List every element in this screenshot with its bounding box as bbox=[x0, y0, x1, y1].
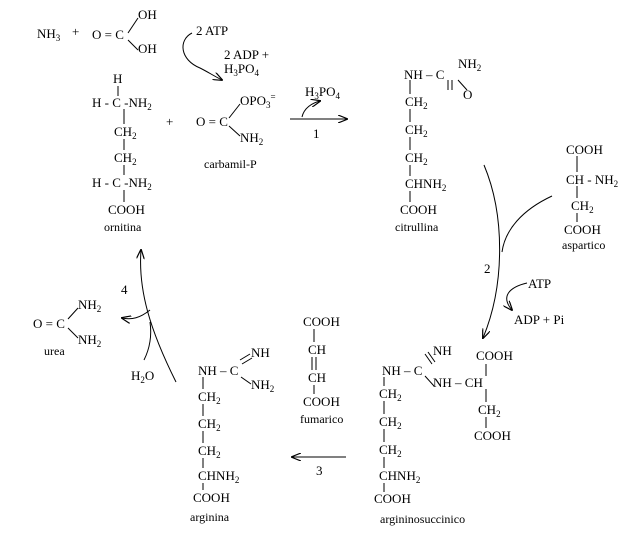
step4-number: 4 bbox=[121, 282, 128, 297]
step4-main-arrow bbox=[141, 250, 177, 383]
as-ch2-a: CH2 bbox=[379, 386, 402, 404]
asp-ch2: CH2 bbox=[571, 198, 594, 216]
arg-bond-nh-b bbox=[241, 357, 253, 365]
as-ch2-c: CH2 bbox=[379, 442, 402, 460]
citrulline-name: citrullina bbox=[395, 220, 439, 234]
as-cooh-top: COOH bbox=[476, 348, 513, 363]
atp-label: 2 ATP bbox=[196, 23, 229, 38]
cit-nh-c: NH – C bbox=[404, 67, 445, 82]
arg-bond-nh2 bbox=[240, 376, 252, 385]
carbonic-oh-bottom: OH bbox=[138, 41, 157, 56]
orn-ch2-a: CH2 bbox=[114, 124, 137, 142]
cit-o: O bbox=[463, 87, 473, 102]
as-chnh2: CHNH2 bbox=[379, 468, 421, 486]
asp-ch-nh2: CH - NH2 bbox=[566, 172, 619, 190]
step4-water-entry bbox=[143, 321, 152, 361]
cit-ch2-b: CH2 bbox=[405, 122, 428, 140]
arg-nh: NH bbox=[251, 345, 270, 360]
as-nh-top: NH bbox=[433, 343, 452, 358]
step3-number: 3 bbox=[316, 463, 323, 478]
arg-ch2-a: CH2 bbox=[198, 389, 221, 407]
step2-aspartate-entry bbox=[501, 195, 553, 253]
as-bond-nh-lower bbox=[424, 375, 435, 387]
carbamyl-bond-bottom bbox=[228, 125, 241, 137]
step1-release-curve bbox=[301, 101, 320, 118]
as-bond-nh-a bbox=[424, 353, 433, 365]
urea-bond-bottom bbox=[67, 327, 79, 339]
arg-nh-c: NH – C bbox=[198, 363, 239, 378]
phosphoric-acid-label: H3PO4 bbox=[224, 61, 260, 79]
arg-nh2: NH2 bbox=[251, 377, 275, 395]
fum-ch-b: CH bbox=[308, 370, 327, 385]
step1-number: 1 bbox=[313, 126, 320, 141]
urea-nh2-top: NH2 bbox=[78, 297, 102, 315]
step2-main-arrow bbox=[483, 164, 501, 338]
as-ch2-right: CH2 bbox=[478, 402, 501, 420]
step2-atp-curve bbox=[507, 282, 528, 310]
step4-water: H2O bbox=[131, 368, 155, 386]
as-nh-ch: NH – CH bbox=[433, 375, 483, 390]
urea-name: urea bbox=[44, 344, 65, 358]
carbamyl-opo3: OPO3= bbox=[240, 92, 276, 110]
atp-entry-arrow bbox=[182, 32, 222, 80]
reactant-plus: + bbox=[72, 24, 80, 39]
step1-phosphoric-acid: H3PO4 bbox=[305, 84, 341, 102]
arg-bond-nh-a bbox=[239, 353, 251, 361]
cit-nh2: NH2 bbox=[458, 56, 482, 74]
carbonic-oh-top: OH bbox=[138, 7, 157, 22]
carbonic-acid-oc: O = C bbox=[92, 27, 124, 42]
orn-cooh: COOH bbox=[108, 202, 145, 217]
arg-ch2-c: CH2 bbox=[198, 443, 221, 461]
orn-ch2-b: CH2 bbox=[114, 150, 137, 168]
arginine-name: arginina bbox=[190, 510, 230, 524]
as-nh-c: NH – C bbox=[382, 363, 423, 378]
step2-number: 2 bbox=[484, 261, 491, 276]
as-bond-nh-b bbox=[427, 351, 436, 363]
aspartate-name: aspartico bbox=[562, 238, 606, 252]
carbamyl-bond-top bbox=[228, 103, 241, 119]
step2-atp: ATP bbox=[528, 276, 552, 291]
ornithine-name: ornitina bbox=[104, 220, 142, 234]
cit-bond-o bbox=[457, 79, 468, 91]
orn-top-h: H bbox=[113, 71, 123, 86]
orn-h-c-nh2-2: H - C -NH2 bbox=[92, 175, 152, 193]
arg-cooh: COOH bbox=[193, 490, 230, 505]
cit-cooh: COOH bbox=[400, 202, 437, 217]
step2-adp-pi: ADP + Pi bbox=[514, 312, 565, 327]
as-cooh: COOH bbox=[374, 491, 411, 506]
as-cooh-right: COOH bbox=[474, 428, 511, 443]
carbonic-bond-top bbox=[127, 17, 139, 34]
ammonia: NH3 bbox=[37, 26, 61, 44]
urea-bond-top bbox=[67, 307, 79, 320]
cit-ch2-a: CH2 bbox=[405, 94, 428, 112]
asp-cooh-bottom: COOH bbox=[564, 222, 601, 237]
fum-cooh-bottom: COOH bbox=[303, 394, 340, 409]
fum-cooh-top: COOH bbox=[303, 314, 340, 329]
urea-oc: O = C bbox=[33, 316, 65, 331]
urea-nh2-bottom: NH2 bbox=[78, 332, 102, 350]
argininosuccinate-name: argininosuccinico bbox=[380, 512, 466, 526]
arg-chnh2: CHNH2 bbox=[198, 468, 240, 486]
carbamyl-p-name: carbamil-P bbox=[204, 157, 257, 171]
carbamyl-oc: O = C bbox=[196, 114, 228, 129]
cit-ch2-c: CH2 bbox=[405, 150, 428, 168]
carbamyl-plus: + bbox=[166, 114, 174, 129]
carbonic-bond-bottom bbox=[127, 39, 139, 51]
orn-h-c-nh2-1: H - C -NH2 bbox=[92, 95, 152, 113]
carbamyl-nh2: NH2 bbox=[240, 130, 264, 148]
step4-urea-release bbox=[122, 309, 151, 319]
fum-ch-a: CH bbox=[308, 342, 327, 357]
cit-chnh2: CHNH2 bbox=[405, 176, 447, 194]
adp-label: 2 ADP + bbox=[224, 47, 270, 62]
asp-cooh-top: COOH bbox=[566, 142, 603, 157]
as-ch2-b: CH2 bbox=[379, 414, 402, 432]
fumarate-name: fumarico bbox=[300, 412, 344, 426]
arg-ch2-b: CH2 bbox=[198, 416, 221, 434]
